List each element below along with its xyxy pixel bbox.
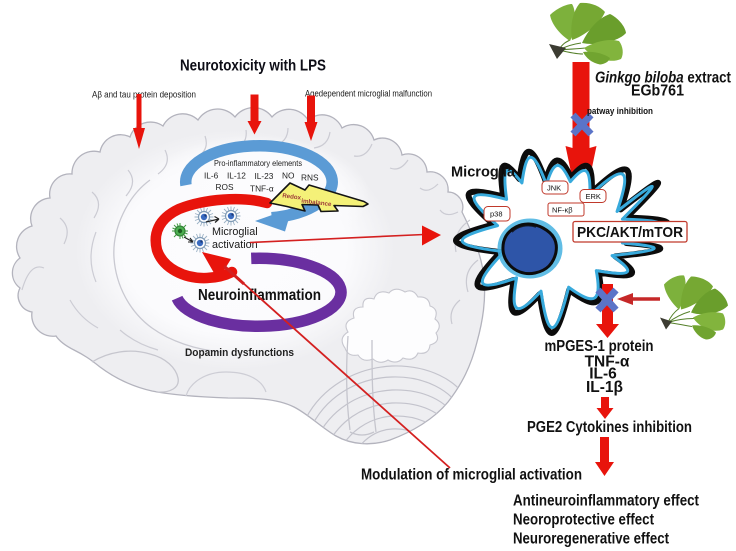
svg-text:Aβ and tau protein deposition: Aβ and tau protein deposition: [92, 90, 196, 100]
svg-text:Neuroregenerative effect: Neuroregenerative effect: [513, 531, 669, 548]
svg-text:Modulation of microglial activ: Modulation of microglial activation: [361, 467, 582, 484]
svg-text:Redox: Redox: [282, 192, 302, 201]
svg-text:Agedependent microglial malfun: Agedependent microglial malfunction: [305, 89, 432, 99]
svg-text:EGb761: EGb761: [631, 83, 684, 100]
svg-text:JNK: JNK: [547, 184, 561, 193]
svg-text:IL-6: IL-6: [589, 366, 617, 383]
svg-text:activation: activation: [212, 239, 258, 251]
svg-text:IL-6: IL-6: [204, 171, 219, 181]
svg-text:RNS: RNS: [301, 173, 319, 183]
svg-text:PGE2 Cytokines inhibition: PGE2 Cytokines inhibition: [527, 419, 692, 436]
svg-text:Pro-inflammatory elements: Pro-inflammatory elements: [214, 159, 302, 168]
svg-text:Microglial: Microglial: [212, 226, 258, 238]
svg-text:TNF-α: TNF-α: [250, 184, 274, 194]
svg-text:Neurotoxicity with LPS: Neurotoxicity with LPS: [180, 58, 326, 75]
svg-text:IL-12: IL-12: [227, 171, 246, 181]
svg-text:TNF-α: TNF-α: [585, 354, 630, 371]
svg-text:PKC/AKT/mTOR: PKC/AKT/mTOR: [577, 224, 683, 241]
svg-text:NF-κβ: NF-κβ: [552, 206, 573, 215]
svg-text:patway inhibition: patway inhibition: [587, 106, 653, 116]
svg-text:NO: NO: [282, 171, 295, 181]
svg-text:ROS: ROS: [216, 182, 234, 192]
svg-text:Ginkgo biloba extract: Ginkgo biloba extract: [595, 70, 731, 87]
svg-text:Dopamin dysfunctions: Dopamin dysfunctions: [185, 347, 294, 359]
svg-text:imbalance: imbalance: [301, 198, 332, 209]
svg-text:p38: p38: [490, 210, 503, 219]
svg-text:mPGES-1 protein: mPGES-1 protein: [545, 338, 654, 355]
svg-text:Antineuroinflammatory effect: Antineuroinflammatory effect: [513, 493, 699, 510]
svg-text:IL-1β: IL-1β: [586, 379, 623, 396]
svg-text:IL-23: IL-23: [255, 171, 274, 181]
svg-text:Neuroinflammation: Neuroinflammation: [198, 287, 321, 304]
svg-text:Neoroprotective effect: Neoroprotective effect: [513, 512, 654, 529]
svg-text:Microglia: Microglia: [451, 164, 516, 181]
svg-text:ERK: ERK: [586, 192, 601, 201]
